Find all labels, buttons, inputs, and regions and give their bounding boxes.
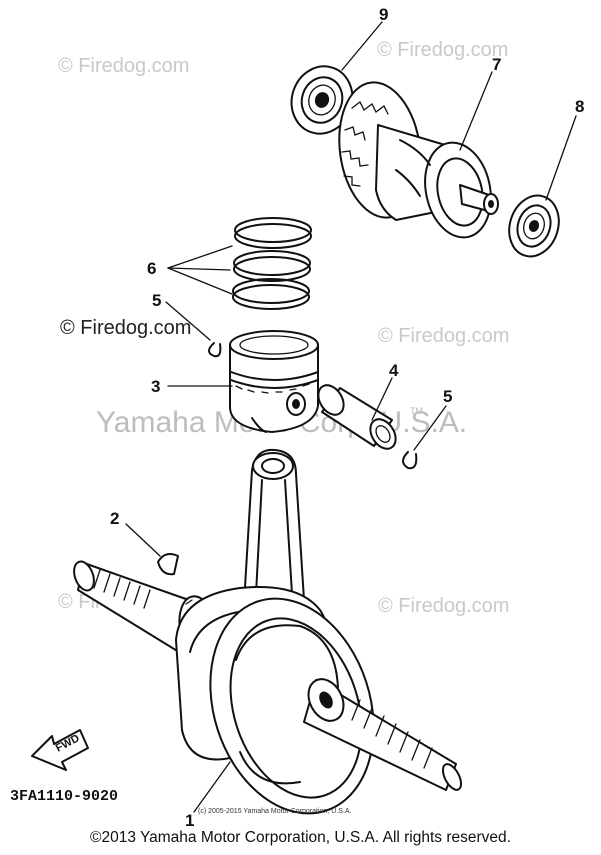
callout-2: 2 [110,509,119,528]
firedog-watermark-dark: © Firedog.com [60,317,191,339]
leader-1 [193,761,231,813]
part-1-crankshaft [73,448,463,815]
part-5-circlip-left [208,342,222,358]
callout-3: 3 [151,377,160,396]
callout-5-right: 5 [443,387,452,406]
callout-6: 6 [147,259,156,278]
leader-7 [459,71,493,151]
callout-5-left: 5 [152,291,161,310]
part-3-piston [229,330,319,433]
trademark-mark: TM [410,406,423,416]
firedog-watermark: © Firedog.com [378,325,509,347]
leader-lines [125,21,577,813]
firedog-watermark: © Firedog.com [58,55,189,77]
part-code: 3FA1110-9020 [10,788,118,805]
callout-labels: 9 7 8 6 5 3 4 5 2 1 [110,5,584,830]
leader-8 [545,115,577,201]
callout-9: 9 [379,5,388,24]
callout-1: 1 [185,811,194,830]
leader-5b [413,405,447,451]
part-6-piston-rings [232,217,312,310]
footer-copyright: ©2013 Yamaha Motor Corporation, U.S.A. A… [90,829,511,846]
part-9-bearing [290,65,354,135]
part-4-piston-pin [317,384,397,450]
callout-8: 8 [575,97,584,116]
forward-arrow: FWD [31,729,89,771]
leader-5a [165,301,211,341]
part-8-bearing [508,194,560,258]
firedog-watermark: © Firedog.com [378,595,509,617]
diagram-copyright: (c) 2005-2015 Yamaha Motor Corporation, … [198,808,351,815]
leader-9 [341,21,383,71]
leader-4 [371,377,393,421]
leader-6a [167,245,233,269]
leader-6c [167,267,233,295]
leader-2 [125,523,161,557]
firedog-watermark: © Firedog.com [377,39,508,61]
callout-4: 4 [389,361,399,380]
part-5-circlip-right [402,451,418,470]
callout-7: 7 [492,55,501,74]
part-7-balancer [338,81,499,239]
leader-6b [167,267,231,271]
part-2-key [157,553,179,576]
